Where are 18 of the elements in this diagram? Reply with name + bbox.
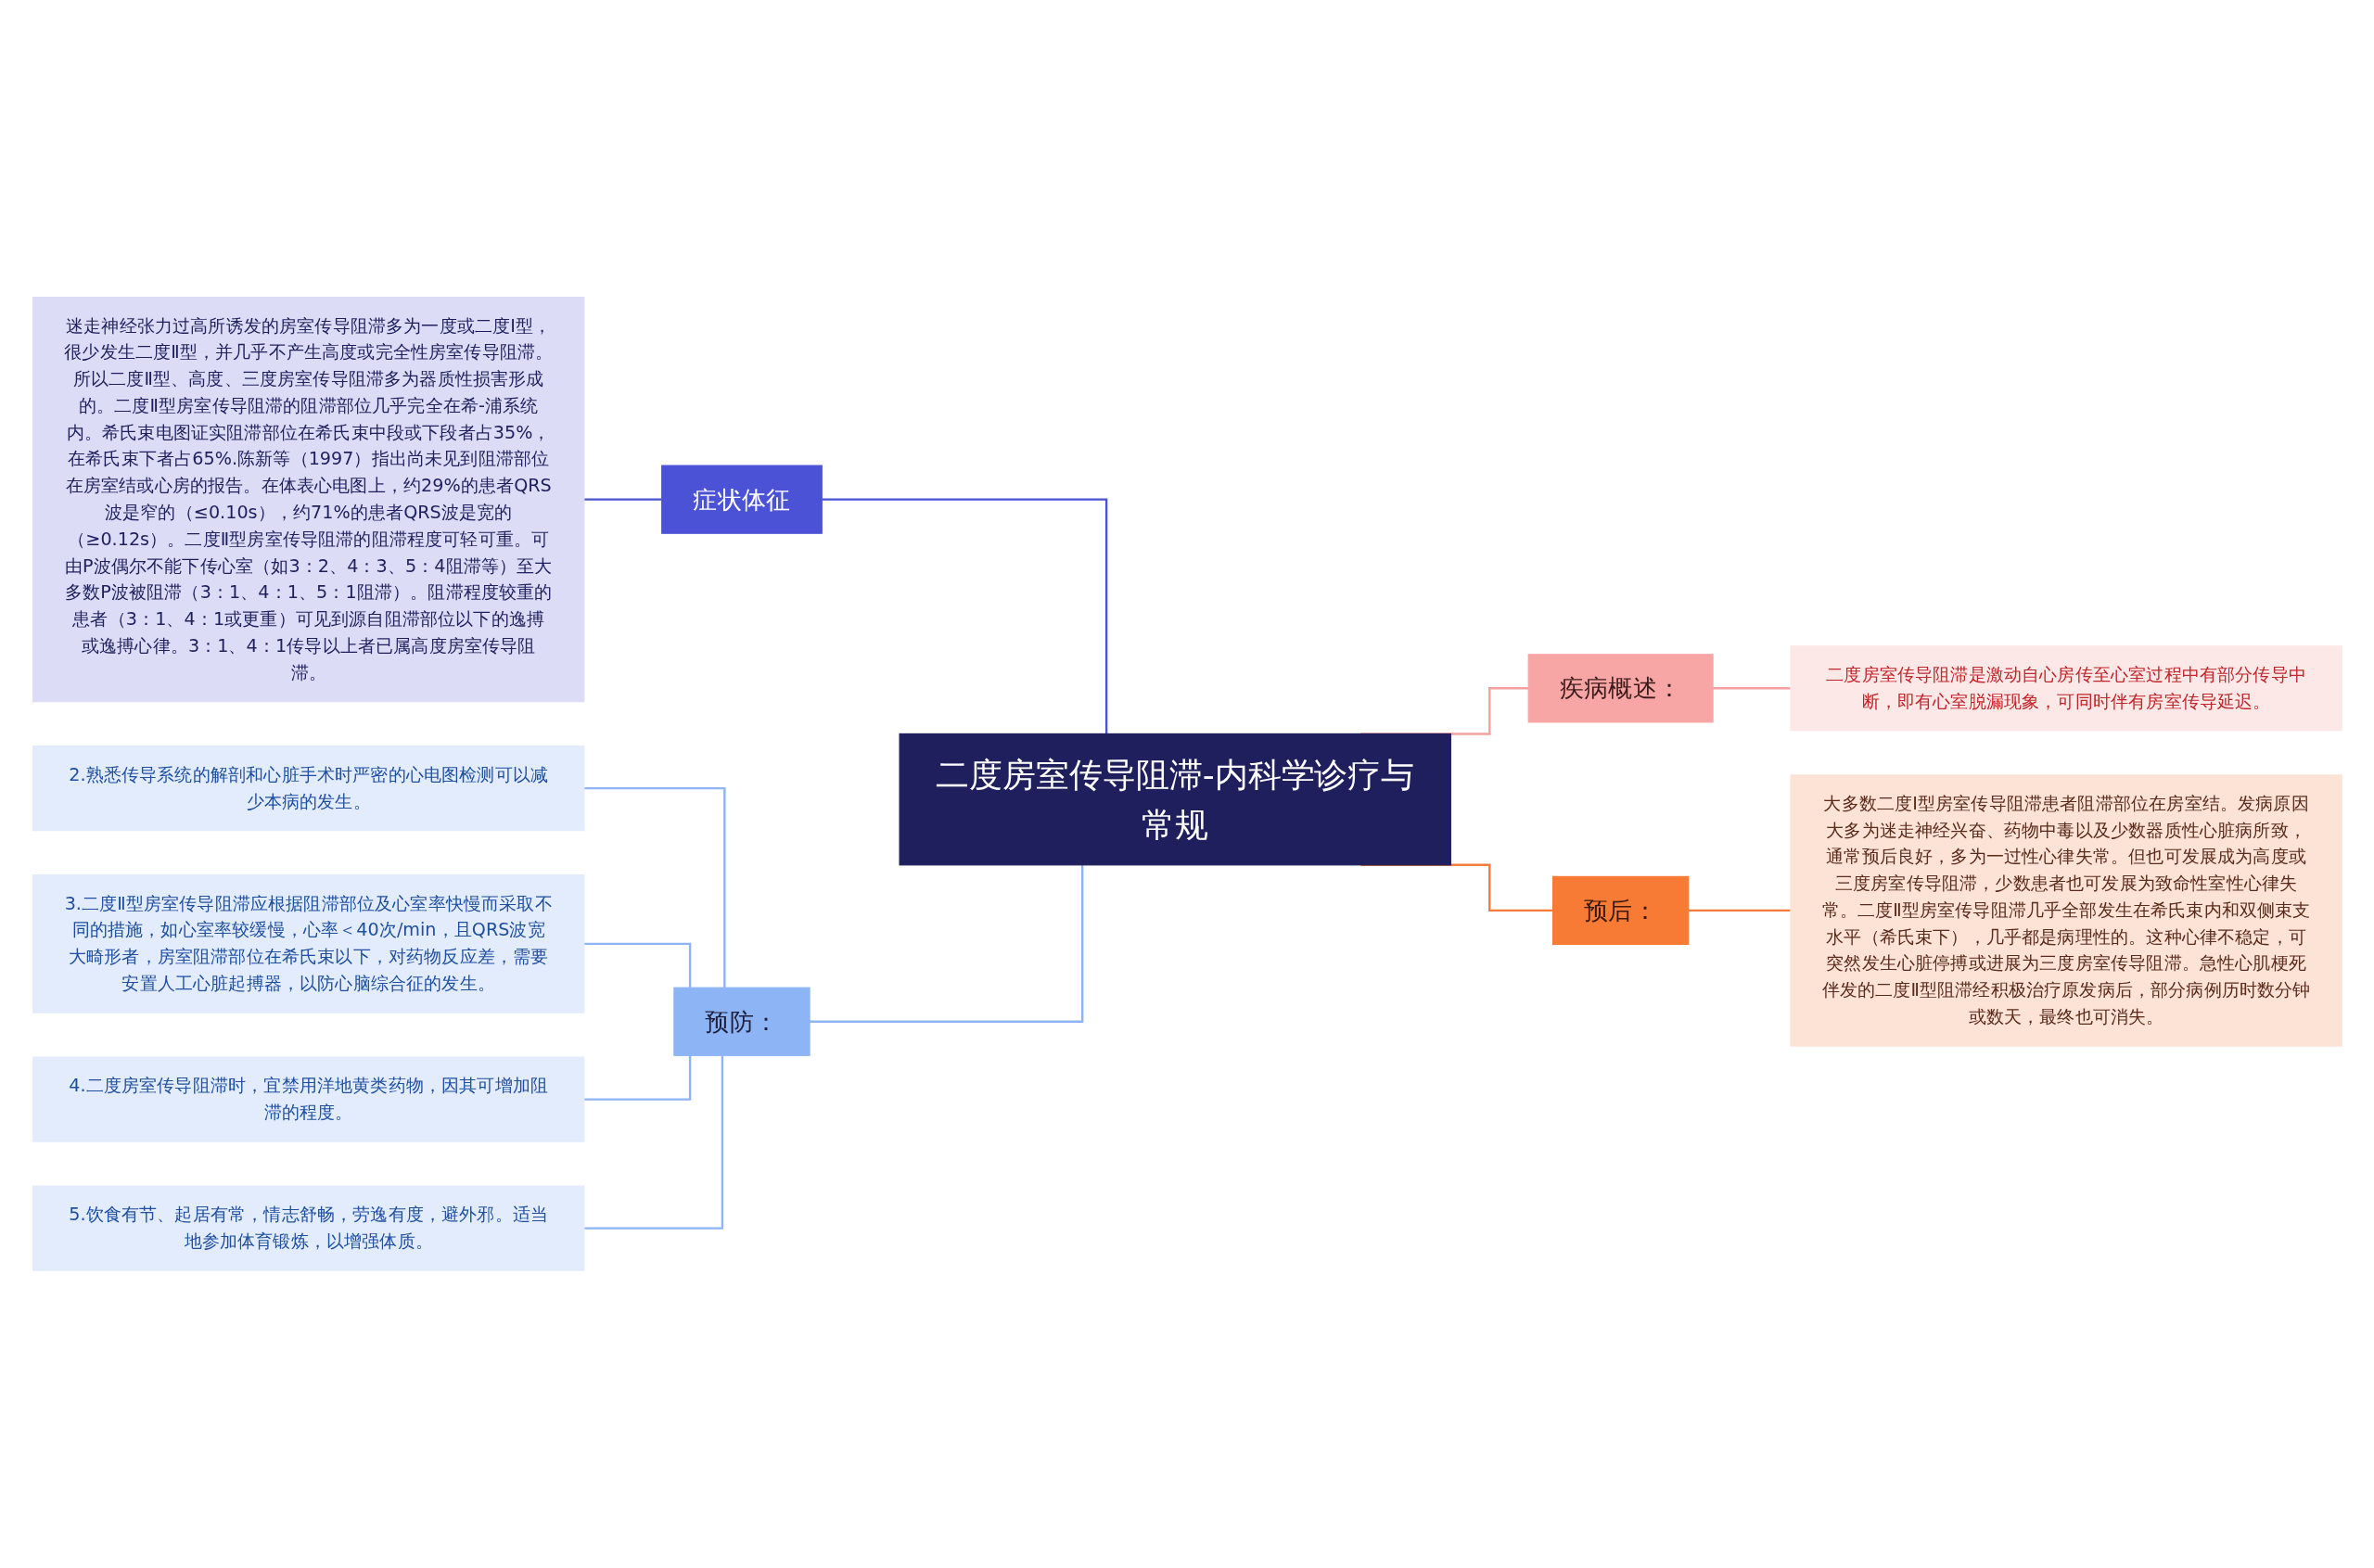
node-box: 预防： [672,987,810,1057]
connector [583,942,691,988]
node-box: 二度房室传导阻滞是激动自心房传至心室过程中有部分传导中断，即有心室脱漏现象，可同时伴有房室传导延迟。 [1789,645,2342,732]
node-box: 大多数二度Ⅰ型房室传导阻滞患者阻滞部位在房室结。发病原因大多为迷走神经兴奋、药物中毒以及少数器质性心脏病所致，通常预后良好，多为一过性心律失常。但也可发展成为高度或三度房室传导阻滞，少数患者也可发展为致命性室性心律失常。二度Ⅱ型房室传导阻滞几乎全部发生在希氏束内和双侧束支水平（希氏束下），几乎都是病理性的。这种心律不稳定，可突然发生心脏停搏或进展为三度房室传导阻滞。急性心肌梗死伴发的二度Ⅱ型阻滞经积极治疗原发病后，部分病例历时数分钟或数天，最终也可消失。 [1789,774,2342,1047]
node-box: 4.二度房室传导阻滞时，宜禁用洋地黄类药物，因其可增加阻滞的程度。 [32,1056,585,1142]
connector [809,864,1083,1024]
connector [821,498,1107,734]
node-box: 疾病概述： [1527,654,1714,723]
node-box: 2.熟悉传导系统的解剖和心脏手术时严密的心电图检测可以减少本病的发生。 [32,746,585,832]
node-box: 二度房室传导阻滞-内科学诊疗与常规 [899,733,1451,866]
node-box: 预后： [1551,875,1689,946]
node-box: 5.饮食有节、起居有常，情志舒畅，劳逸有度，避外邪。适当地参加体育锻炼，以增强体质。 [32,1185,585,1271]
node-box: 症状体征 [660,465,823,534]
connector [583,1055,691,1101]
node-box: 3.二度Ⅱ型房室传导阻滞应根据阻滞部位及心室率快慢而采取不同的措施，如心室率较缓慢，心率＜40次/min，且QRS波宽大畸形者，房室阻滞部位在希氏束以下，对药物反应差，需要安置人工心脏起搏器，以防心脑综合征的发生。 [32,874,585,1013]
connector [583,1055,723,1230]
node-box: 迷走神经张力过高所诱发的房室传导阻滞多为一度或二度Ⅰ型，很少发生二度Ⅱ型，并几乎不产生高度或完全性房室传导阻滞。所以二度Ⅱ型、高度、三度房室传导阻滞多为器质性损害形成的。二度Ⅱ型房室传导阻滞的阻滞部位几乎完全在希-浦系统内。希氏束电图证实阻滞部位在希氏束中段或下段者占35%，在希氏束下者占65%.陈新等（1997）指出尚未见到阻滞部位在房室结或心房的报告。在体表心电图上，约29%的患者QRS波是窄的（≤0.10s），约71%的患者QRS波是宽的（≥0.12s）。二度Ⅱ型房室传导阻滞的阻滞程度可轻可重。可由P波偶尔不能下传心室（如3：2、4：3、5：4阻滞等）至大多数P波被阻滞（3：1、4：1、5：1阻滞）。阻滞程度较重的患者（3：1、4：1或更重）可见到源自阻滞部位以下的逸搏或逸搏心律。3：1、4：1传导以上者已属高度房室传导阻滞。 [32,297,585,703]
connector [583,787,726,988]
